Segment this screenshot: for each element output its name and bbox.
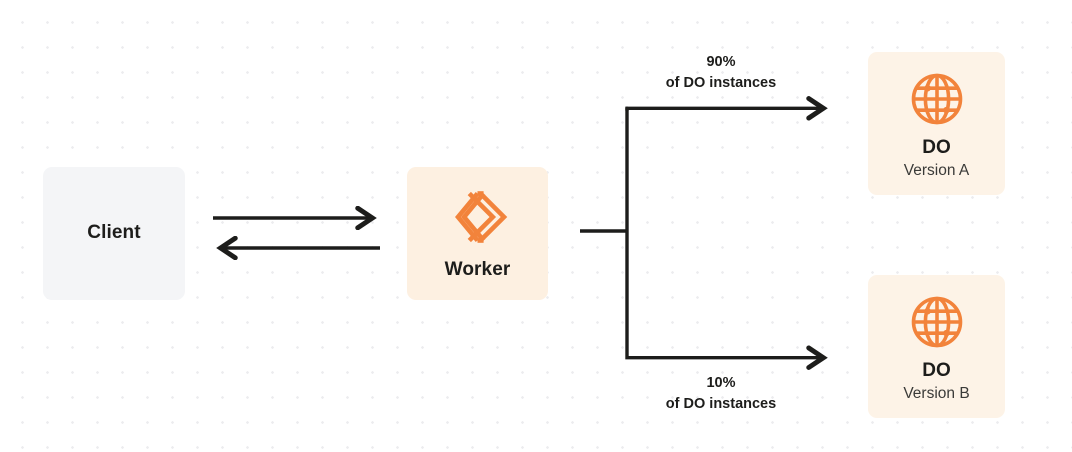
node-do-a-label: DO [922, 137, 951, 159]
node-client: Client [43, 167, 185, 300]
node-do-b-label: DO [922, 360, 951, 382]
globe-icon [907, 69, 967, 129]
edge-label-do-b-percent: 10% [706, 375, 736, 391]
node-do-b-sublabel: Version B [903, 385, 970, 403]
node-worker: Worker [407, 167, 548, 300]
cloudflare-workers-icon [447, 186, 509, 248]
node-do-version-b: DO Version B [868, 275, 1005, 418]
edge-label-do-b: 10% of DO instances [627, 373, 815, 415]
node-client-label: Client [87, 222, 141, 244]
node-do-a-sublabel: Version A [903, 162, 970, 180]
edge-label-do-a-description: of DO instances [665, 75, 777, 92]
edge-label-do-a-percent: 90% [706, 54, 736, 70]
edge-label-do-a: 90% of DO instances [627, 52, 815, 94]
node-worker-label: Worker [444, 259, 511, 281]
globe-icon [907, 292, 967, 352]
edge-label-do-b-description: of DO instances [665, 396, 777, 413]
node-do-version-a: DO Version A [868, 52, 1005, 195]
edge-worker-split-trunk [580, 106, 629, 356]
